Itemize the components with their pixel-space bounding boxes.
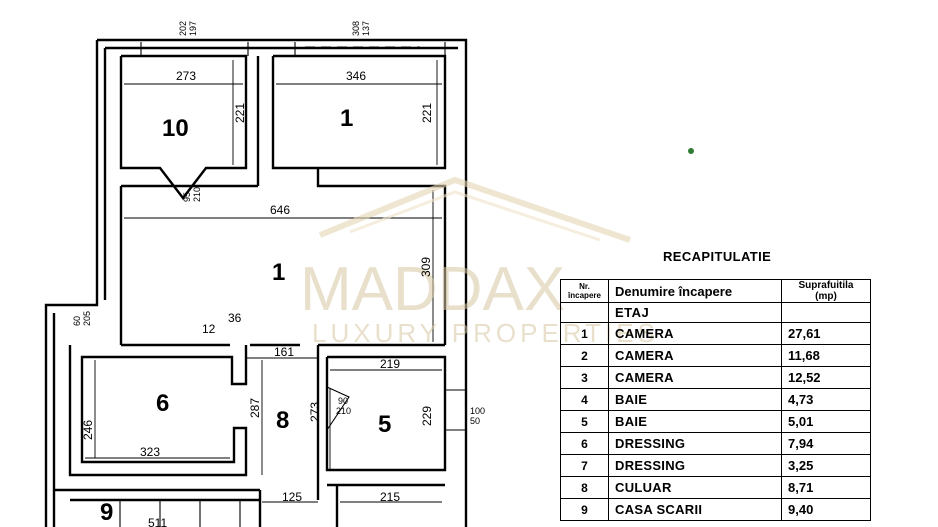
row-name: CULUAR (608, 476, 782, 499)
room-1-top-walls (271, 42, 447, 170)
row-area: 7,94 (781, 432, 871, 455)
row-area: 27,61 (781, 322, 871, 345)
room-number-8: 8 (276, 407, 289, 434)
header-name: Denumire încapere (608, 279, 782, 303)
header-nr-line1: Nr. (579, 282, 590, 291)
row-area: 11,68 (781, 344, 871, 367)
room-number-9: 9 (100, 499, 113, 526)
exterior-walls (44, 38, 468, 527)
room-number-5: 5 (378, 411, 391, 438)
dim-small-label: 60 (72, 316, 82, 326)
dim-small-label: 137 (361, 21, 371, 36)
row-area: 4,73 (781, 388, 871, 411)
room-number-1-top: 1 (340, 105, 353, 132)
section-label: ETAJ (608, 302, 782, 323)
row-area: 8,71 (781, 476, 871, 499)
dim-label: 273 (176, 69, 196, 83)
recap-title: RECAPITULATIE (663, 249, 772, 264)
marker-dot (688, 148, 694, 154)
row-nr: 9 (560, 498, 609, 521)
section-empty-cell (560, 302, 609, 323)
watermark-brand: MADDAX (300, 255, 565, 324)
recap-header-row: Nr. încapere Denumire încapere Suprafuit… (560, 279, 871, 303)
row-nr: 4 (560, 388, 609, 411)
row-nr: 7 (560, 454, 609, 477)
header-area: Suprafuitila (mp) (781, 279, 871, 303)
row-nr: 5 (560, 410, 609, 433)
row-nr: 1 (560, 322, 609, 345)
row-area: 12,52 (781, 366, 871, 389)
room-10-walls (119, 42, 260, 200)
section-empty-cell (781, 302, 871, 323)
dim-small-label: 205 (82, 311, 92, 326)
dim-label: 221 (233, 103, 247, 123)
row-name: DRESSING (608, 454, 782, 477)
dim-small-label: 210 (336, 406, 351, 416)
dim-small-label: 95 (182, 192, 192, 202)
header-nr-line2: încapere (568, 291, 601, 300)
row-name: CAMERA (608, 366, 782, 389)
dim-label: 511 (148, 516, 167, 527)
dim-small-label: 100 (470, 406, 485, 416)
row-nr: 6 (560, 432, 609, 455)
dim-label: 125 (282, 490, 302, 504)
dim-small-label: 210 (192, 187, 202, 202)
dim-label: 219 (380, 357, 400, 371)
room-number-10: 10 (162, 115, 189, 142)
row-area: 5,01 (781, 410, 871, 433)
dim-label: 323 (140, 445, 160, 459)
row-name: BAIE (608, 410, 782, 433)
header-area-line1: Suprafuitila (798, 280, 854, 291)
corridor-walls (119, 168, 447, 347)
dim-label: 221 (420, 103, 434, 123)
dim-label: 12 (202, 322, 216, 336)
row-nr: 8 (560, 476, 609, 499)
dim-small-label: 308 (351, 21, 361, 36)
room-6-walls (68, 345, 248, 477)
dim-label: 246 (81, 420, 95, 440)
row-nr: 2 (560, 344, 609, 367)
room-9-walls (54, 483, 445, 527)
row-area: 9,40 (781, 498, 871, 521)
header-area-line2: (mp) (815, 291, 837, 302)
header-nr: Nr. încapere (560, 279, 609, 303)
dim-label: 273 (308, 402, 322, 422)
row-name: CAMERA (608, 344, 782, 367)
row-name: BAIE (608, 388, 782, 411)
row-name: CASA SCARII (608, 498, 782, 521)
dim-label: 287 (248, 398, 262, 418)
dim-label: 161 (274, 345, 294, 359)
room-5-walls (316, 345, 466, 500)
row-area: 3,25 (781, 454, 871, 477)
dim-label: 36 (228, 311, 242, 325)
room-number-6: 6 (156, 390, 169, 417)
recap-table: Nr. încapere Denumire încapere Suprafuit… (560, 279, 871, 521)
dim-label: 309 (419, 257, 433, 277)
dim-label: 346 (346, 69, 366, 83)
dim-label: 215 (380, 490, 400, 504)
row-nr: 3 (560, 366, 609, 389)
dim-small-label: 202 (178, 21, 188, 36)
dim-small-label: 50 (470, 416, 480, 426)
row-name: CAMERA (608, 322, 782, 345)
dim-small-label: 197 (188, 21, 198, 36)
room-number-1-main: 1 (272, 259, 285, 286)
dim-label: 646 (270, 203, 290, 217)
section-row: ETAJ (560, 302, 871, 323)
row-name: DRESSING (608, 432, 782, 455)
dim-small-label: 90 (338, 396, 348, 406)
watermark-logo (318, 176, 631, 243)
dim-label: 229 (420, 406, 434, 426)
